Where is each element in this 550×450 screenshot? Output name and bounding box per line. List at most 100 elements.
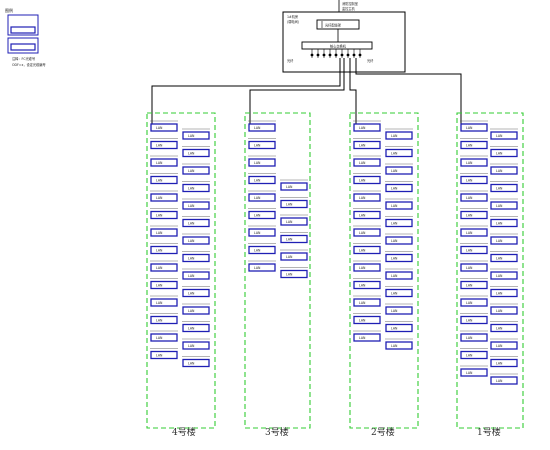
switch-module-box xyxy=(385,183,413,193)
switch-module-label: LAN xyxy=(496,152,503,156)
building-2: LANLANLANLANLANLANLANLANLANLANLANLANLANL… xyxy=(349,112,419,429)
switch-module: LAN xyxy=(385,163,413,175)
switch-module: LAN xyxy=(150,120,178,132)
switch-module-label: LAN xyxy=(254,126,261,130)
switch-module: LAN xyxy=(460,295,488,307)
switch-module-box xyxy=(460,263,488,272)
switch-module: LAN xyxy=(353,155,381,167)
switch-module: LAN xyxy=(150,330,178,342)
center-line1: 消防控制室 xyxy=(342,1,358,6)
switch-module-label: LAN xyxy=(254,161,261,165)
switch-module: LAN xyxy=(353,208,381,220)
switch-module-label: LAN xyxy=(466,319,473,323)
switch-module-box xyxy=(182,306,210,315)
switch-module: LAN xyxy=(248,120,276,132)
switch-module-label: LAN xyxy=(359,301,366,305)
core-switch-label: 核心交换机 xyxy=(330,44,347,49)
switch-module: LAN xyxy=(490,181,518,193)
building-labels: 4号楼 3号楼 2号楼 1号楼 xyxy=(172,426,501,438)
switch-module: LAN xyxy=(353,190,381,202)
switch-module: LAN xyxy=(460,173,488,185)
switch-module-box xyxy=(460,158,488,167)
switch-module-label: LAN xyxy=(359,126,366,130)
legend-module-2 xyxy=(10,43,36,51)
switch-module-box xyxy=(490,271,518,280)
switch-module: LAN xyxy=(385,268,413,280)
switch-module-label: LAN xyxy=(359,231,366,235)
switch-module-box xyxy=(490,236,518,245)
switch-module: LAN xyxy=(460,190,488,202)
switch-module-label: LAN xyxy=(188,222,195,226)
switch-port xyxy=(310,53,314,57)
switch-module-label: LAN xyxy=(359,179,366,183)
switch-module: LAN xyxy=(490,128,518,140)
switch-module-box xyxy=(460,368,488,377)
switch-module-box xyxy=(460,315,488,325)
switch-module: LAN xyxy=(280,179,308,191)
switch-module-box xyxy=(150,210,178,220)
switch-module: LAN xyxy=(150,348,178,360)
switch-module-label: LAN xyxy=(496,134,503,138)
switch-module-box xyxy=(460,210,488,220)
switch-module-box xyxy=(353,140,381,150)
switch-module-box xyxy=(490,166,518,175)
switch-port xyxy=(352,53,356,57)
switch-module-box xyxy=(490,201,518,210)
legend-note-1: 注释：FC光缆号 xyxy=(12,56,35,61)
switch-module-box xyxy=(150,350,178,360)
switch-module-box xyxy=(182,341,210,350)
switch-module-box xyxy=(280,234,308,244)
switch-module: LAN xyxy=(150,243,178,255)
switch-module: LAN xyxy=(248,243,276,255)
switch-module-label: LAN xyxy=(188,327,195,331)
switch-module: LAN xyxy=(460,225,488,237)
building-label-4: 4号楼 xyxy=(172,426,196,438)
switch-module-label: LAN xyxy=(156,266,163,270)
switch-module-box xyxy=(490,218,518,228)
switch-port xyxy=(346,53,350,57)
legend: 图例 注释：FC光缆号 ODF=x，设定光缆编号 xyxy=(5,7,46,67)
switch-module-label: LAN xyxy=(254,266,261,270)
switch-module: LAN xyxy=(385,146,413,158)
switch-module-label: LAN xyxy=(466,336,473,340)
switch-module-box xyxy=(353,315,381,325)
switch-module-box xyxy=(385,288,413,298)
switch-module-label: LAN xyxy=(156,144,163,148)
building-4: LAN LAN LAN LAN LAN LAN LAN LAN LAN LAN LAN LAN LAN L… xyxy=(146,112,216,429)
switch-module-label: LAN xyxy=(466,371,473,375)
switch-module-box xyxy=(353,123,381,132)
port-label-left: 光纤 xyxy=(287,58,294,63)
switch-module: LAN xyxy=(182,163,210,175)
switch-module-box xyxy=(490,358,518,368)
switch-module-label: LAN xyxy=(188,274,195,278)
switch-module-box xyxy=(490,306,518,315)
switch-module-label: LAN xyxy=(156,161,163,165)
switch-module: LAN xyxy=(182,233,210,245)
switch-module-box xyxy=(460,175,488,185)
switch-module: LAN xyxy=(460,138,488,150)
switch-module-box xyxy=(150,263,178,272)
switch-port xyxy=(322,53,326,57)
switch-module: LAN xyxy=(280,197,308,209)
switch-module-box xyxy=(182,218,210,228)
switch-module-box xyxy=(280,269,308,279)
switch-module: LAN xyxy=(460,155,488,167)
switch-module: LAN xyxy=(182,303,210,315)
switch-module-label: LAN xyxy=(156,179,163,183)
switch-module-label: LAN xyxy=(466,354,473,358)
building-1: LANLANLANLANLANLANLANLANLANLANLANLANLANL… xyxy=(456,112,524,429)
switch-module-label: LAN xyxy=(254,231,261,235)
switch-module-box xyxy=(385,201,413,210)
switch-module: LAN xyxy=(182,251,210,263)
legend-title: 图例 xyxy=(5,7,13,13)
switch-module: LAN xyxy=(182,198,210,210)
switch-module: LAN xyxy=(385,338,413,350)
switch-module-label: LAN xyxy=(466,301,473,305)
switch-module-box xyxy=(460,350,488,360)
switch-module-label: LAN xyxy=(359,284,366,288)
switch-module: LAN xyxy=(490,146,518,158)
switch-module-box xyxy=(460,228,488,237)
switch-module: LAN xyxy=(460,313,488,325)
switch-module: LAN xyxy=(248,208,276,220)
switch-module: LAN xyxy=(182,128,210,140)
